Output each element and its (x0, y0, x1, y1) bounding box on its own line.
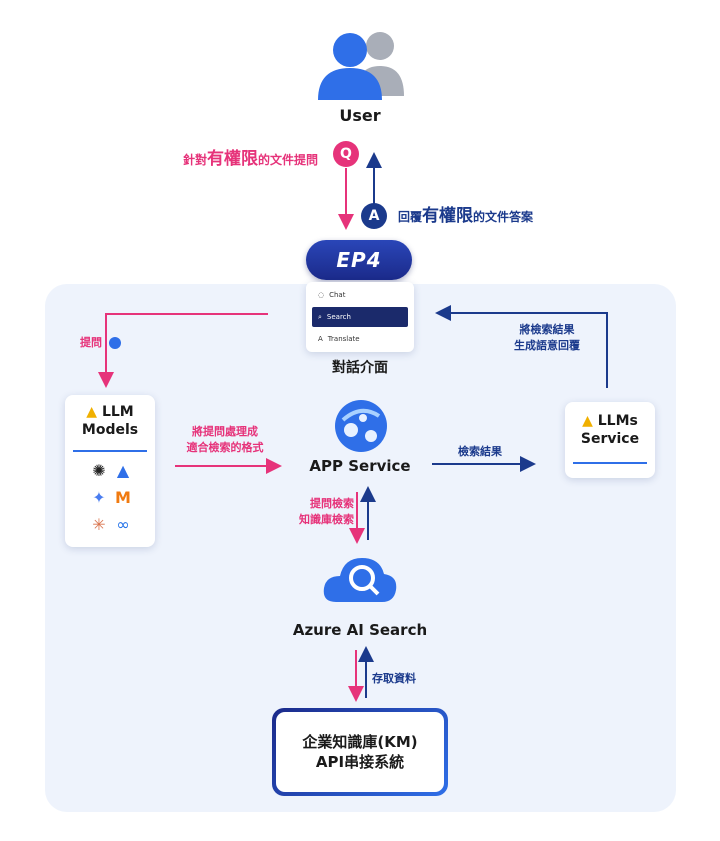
semantic-arrow (435, 305, 608, 388)
user-label: User (339, 106, 381, 125)
service-cluster-icon: ▲ (582, 413, 593, 429)
ask-label: 提問 (80, 334, 121, 350)
llms-service-card: ▲ LLMs Service (565, 402, 655, 478)
km-frame: 企業知識庫(KM)API串接系統 (272, 708, 448, 796)
ep4-caption: 對話介面 (332, 360, 388, 376)
user-icon (318, 32, 404, 100)
azure-icon: ▲ (116, 461, 130, 480)
claude-icon: ✳ (92, 515, 106, 534)
app-service-label: APP Service (309, 457, 411, 475)
llm-models-title: ▲ LLM Models (81, 404, 139, 438)
model-cluster-icon: ▲ (86, 404, 98, 420)
translate-icon: A (318, 335, 323, 343)
search-icon: ⌕ (318, 312, 322, 321)
model-icons: ✺ ▲ ✦ M ✳ ∞ (87, 461, 137, 534)
reformat-label: 將提問處理成適合檢索的格式 (186, 425, 264, 454)
access-label: 存取資料 (372, 672, 416, 685)
menu-item-chat[interactable]: ◌Chat (318, 291, 346, 299)
semantic-label: 將檢索結果生成語意回覆 (514, 323, 580, 352)
azure-search-icon (323, 558, 397, 602)
app-service-icon (335, 400, 387, 452)
divider (73, 450, 147, 452)
question-text: 針對有權限的文件提問 (182, 149, 318, 169)
link-icon (108, 337, 121, 349)
chat-icon: ◌ (318, 291, 325, 299)
ep4-logo: EP4 (306, 240, 412, 280)
answer-badge: A (361, 203, 387, 229)
meta-icon: ∞ (116, 515, 130, 534)
km-box: 企業知識庫(KM)API串接系統 (276, 712, 444, 792)
mistral-icon: M (115, 488, 131, 507)
azure-search-label: Azure AI Search (292, 621, 428, 639)
llms-service-title: ▲ LLMs Service (580, 413, 640, 447)
question-badge: Q (333, 141, 359, 167)
ask-arrow (98, 313, 268, 388)
km-label: 企業知識庫(KM)API串接系統 (302, 733, 418, 771)
openai-icon: ✺ (92, 461, 106, 480)
query-label: 提問檢索知識庫檢索 (299, 497, 354, 526)
gemini-icon: ✦ (92, 488, 106, 507)
divider (573, 462, 647, 464)
ep4-logo-text: EP4 (336, 248, 382, 272)
menu-item-search[interactable]: ⌕Search (312, 307, 408, 327)
answer-text: 回覆有權限的文件答案 (398, 206, 534, 226)
llm-models-card: ▲ LLM Models ✺ ▲ ✦ M ✳ ∞ (65, 395, 155, 547)
search-results-label: 檢索結果 (458, 445, 502, 458)
